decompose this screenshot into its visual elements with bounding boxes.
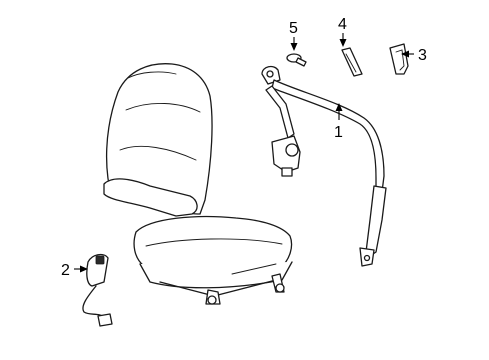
callout-4: 4	[338, 16, 347, 47]
guide-cover	[389, 43, 409, 75]
seat-belt-retractor-assembly	[261, 65, 387, 267]
callout-1-label: 1	[334, 124, 343, 141]
callout-2: 2	[61, 262, 88, 279]
trim-cover	[341, 47, 363, 77]
callout-3-label: 3	[418, 47, 427, 64]
callout-5: 5	[289, 20, 298, 51]
callout-4-label: 4	[338, 16, 347, 33]
callout-1: 1	[334, 103, 343, 141]
callout-2-label: 2	[61, 262, 70, 279]
callout-3: 3	[401, 47, 427, 64]
front-seat	[103, 63, 293, 305]
anchor-bolt	[286, 53, 307, 67]
buckle-assembly	[82, 253, 113, 327]
callout-5-label: 5	[289, 20, 298, 37]
